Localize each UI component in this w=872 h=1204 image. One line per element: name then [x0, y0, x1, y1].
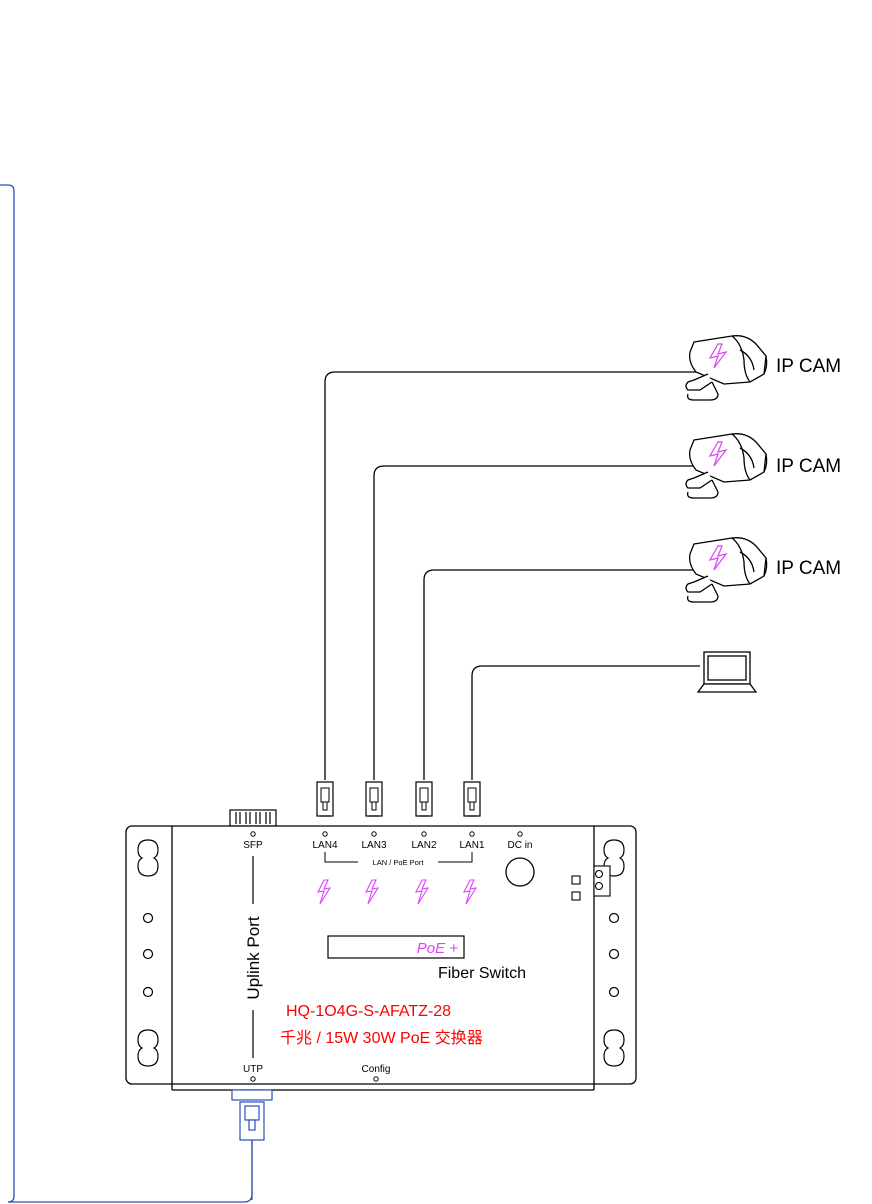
rj45-plug: [463, 781, 481, 817]
lan3-label: LAN3: [361, 840, 386, 851]
dc-jack: [505, 857, 535, 887]
config-label: Config: [362, 1064, 391, 1075]
ip-camera-1: [685, 335, 768, 401]
rj45-plug: [316, 781, 334, 817]
dc-in-label: DC in: [507, 840, 532, 851]
lan1-label: LAN1: [459, 840, 484, 851]
ethernet-cables: [324, 371, 700, 780]
sfp-label: SFP: [243, 840, 263, 851]
ip-camera-2: [685, 433, 768, 499]
device-description: 千兆 / 15W 30W PoE 交换器: [280, 1029, 483, 1047]
utp-uplink-plug: [231, 1089, 273, 1200]
fiber-switch-label: Fiber Switch: [438, 965, 526, 982]
poe-plus-badge: [327, 935, 465, 959]
rj45-plug: [365, 781, 383, 817]
mounting-ear-left: [137, 839, 159, 1067]
lan2-label: LAN2: [411, 840, 436, 851]
model-number: HQ-1O4G-S-AFATZ-28: [286, 1003, 451, 1020]
ip-cam-label: IP CAM: [776, 558, 841, 579]
ip-camera-3: [685, 537, 768, 603]
lan-group-bracket: [324, 852, 473, 863]
utp-label: UTP: [243, 1064, 263, 1075]
lan4-label: LAN4: [312, 840, 337, 851]
port-leds: [250, 831, 523, 1082]
ip-cam-label: IP CAM: [776, 356, 841, 377]
ip-cam-label: IP CAM: [776, 456, 841, 477]
laptop-icon: [696, 651, 758, 693]
uplink-port-label: Uplink Port: [244, 916, 263, 999]
poe-plus-text: PoE +: [417, 940, 459, 957]
sfp-module: [229, 809, 277, 827]
rj45-plug: [415, 781, 433, 817]
lan-poe-group-label: LAN / PoE Port: [373, 858, 425, 867]
power-terminal-block: [571, 865, 611, 901]
blue-frame: [0, 184, 253, 1203]
